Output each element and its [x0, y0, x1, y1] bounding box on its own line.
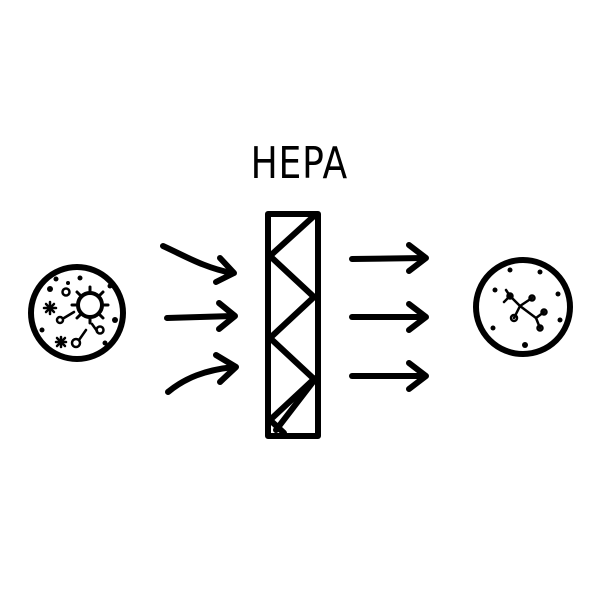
- hepa-filter-icon: [265, 211, 321, 439]
- dirty-air-icon: [28, 264, 126, 362]
- outgoing-arrow-top-icon: [349, 242, 429, 274]
- incoming-arrows: [160, 243, 239, 395]
- incoming-arrow-bottom-icon: [165, 352, 239, 395]
- outgoing-arrow-bottom-icon: [349, 360, 429, 392]
- outgoing-arrows: [349, 242, 429, 392]
- clean-air-icon: [473, 257, 573, 357]
- incoming-arrow-middle-icon: [164, 300, 238, 332]
- incoming-arrow-top-icon: [160, 243, 237, 285]
- hepa-title: HEPA: [250, 138, 348, 189]
- outgoing-arrow-middle-icon: [349, 301, 429, 333]
